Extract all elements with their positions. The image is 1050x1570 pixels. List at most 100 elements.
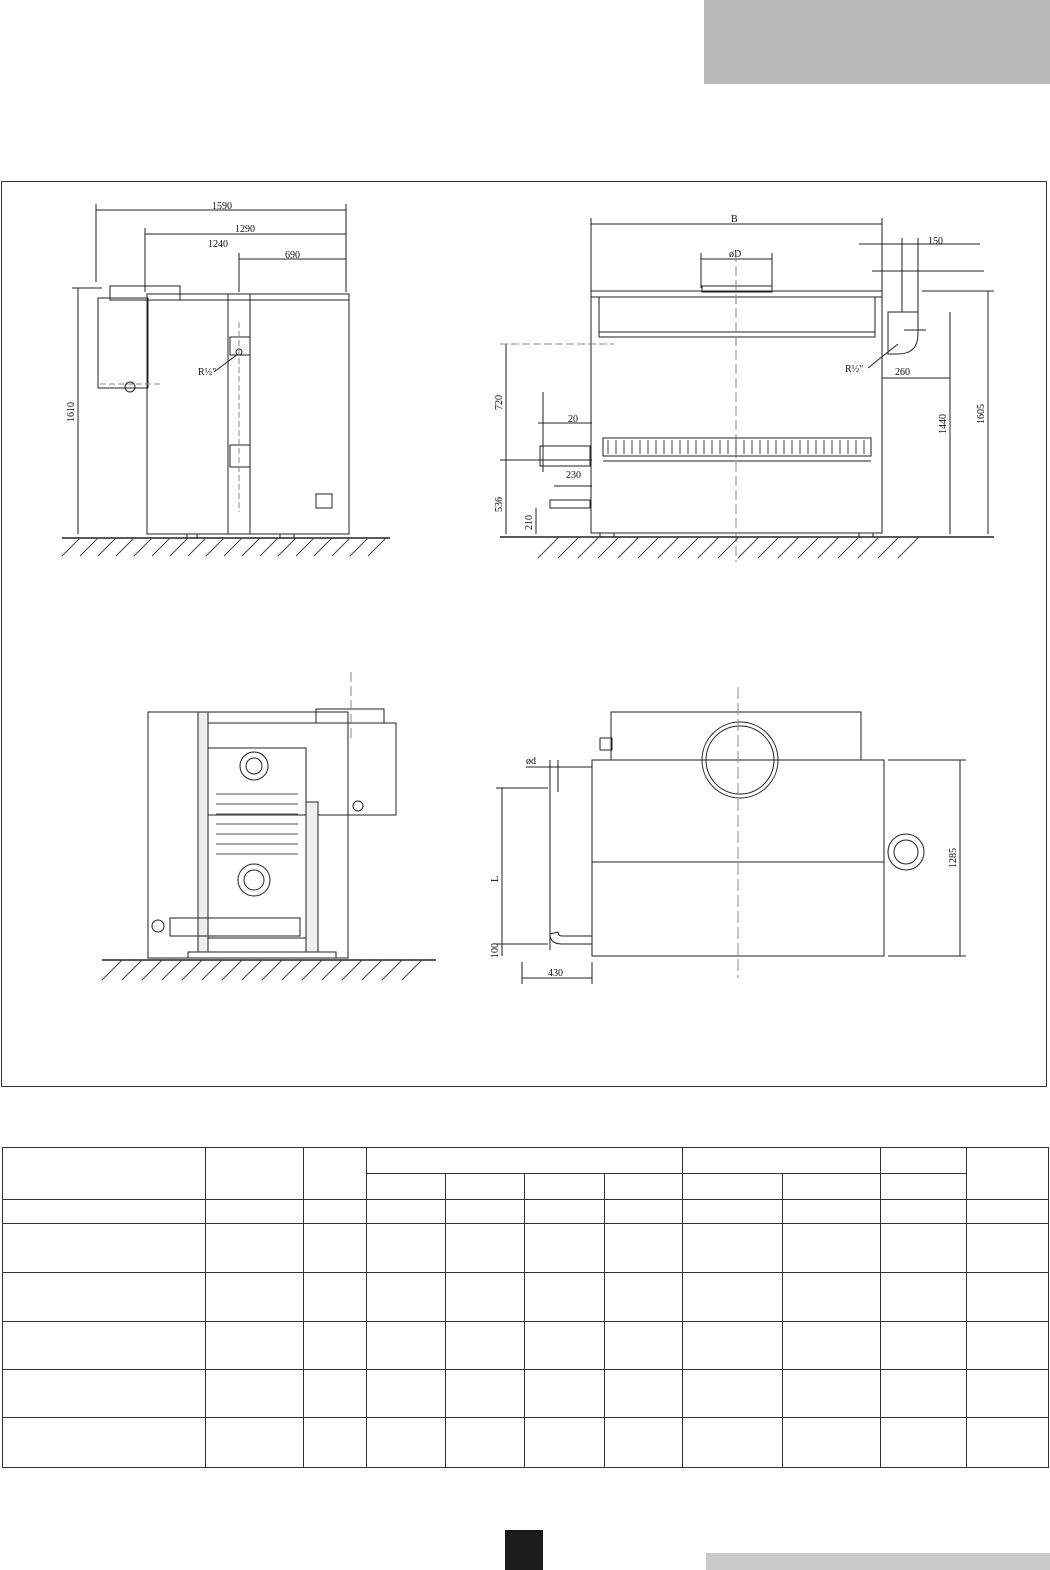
side-width-overall-label: 1590 — [212, 201, 232, 212]
table-row — [2, 1368, 1049, 1418]
table-cell — [604, 1173, 683, 1201]
front-width-label: B — [731, 214, 738, 225]
table-cell — [366, 1173, 446, 1201]
table-cell — [205, 1320, 304, 1370]
table-cell — [205, 1146, 304, 1201]
table-cell — [205, 1223, 304, 1274]
table-cell — [880, 1146, 967, 1175]
table-cell — [2, 1272, 206, 1322]
table-cell — [366, 1146, 683, 1175]
front-dim-230-label: 230 — [566, 470, 581, 481]
table-cell — [782, 1416, 881, 1469]
table-cell — [966, 1416, 1049, 1469]
plan-depth-label: 1285 — [948, 848, 959, 868]
table-cell — [604, 1320, 683, 1370]
table-cell — [966, 1368, 1049, 1418]
table-cell — [445, 1223, 525, 1274]
table-cell — [604, 1223, 683, 1274]
table-cell — [782, 1173, 881, 1201]
table-cell — [966, 1272, 1049, 1322]
table-cell — [880, 1320, 967, 1370]
table-cell — [880, 1173, 967, 1201]
table-row — [2, 1199, 1049, 1225]
dimension-drawings: 1590 1290 1240 690 1610 R½" B — [61, 201, 994, 984]
table-cell — [445, 1368, 525, 1418]
plan-length-label: L — [490, 876, 501, 882]
front-flue-diameter-label: øD — [729, 249, 741, 260]
table-cell — [303, 1146, 367, 1201]
table-cell — [782, 1272, 881, 1322]
side-flue-offset-label: 690 — [285, 250, 300, 261]
table-cell — [366, 1320, 446, 1370]
front-height-1440-label: 1440 — [938, 414, 949, 434]
front-dim-536-label: 536 — [494, 497, 505, 512]
table-cell — [205, 1416, 304, 1469]
table-cell — [445, 1272, 525, 1322]
table-cell — [966, 1146, 1049, 1201]
table-cell — [682, 1272, 783, 1322]
header-shade-block — [704, 0, 1050, 84]
table-cell — [524, 1173, 605, 1201]
page-number-tab — [505, 1530, 543, 1570]
table-cell — [366, 1416, 446, 1469]
table-cell — [303, 1223, 367, 1274]
table-cell — [205, 1368, 304, 1418]
table-cell — [445, 1320, 525, 1370]
table-row — [2, 1272, 1049, 1322]
section-view — [101, 672, 436, 981]
table-cell — [880, 1368, 967, 1418]
table-cell — [682, 1173, 783, 1201]
table-cell — [366, 1199, 446, 1225]
table-cell — [782, 1368, 881, 1418]
table-cell — [966, 1223, 1049, 1274]
table-row — [2, 1146, 1049, 1201]
front-dim-210-label: 210 — [524, 515, 535, 530]
specification-table — [2, 1146, 1049, 1469]
table-cell — [366, 1272, 446, 1322]
table-cell — [604, 1272, 683, 1322]
table-cell — [445, 1416, 525, 1469]
table-cell — [880, 1223, 967, 1274]
table-cell — [303, 1320, 367, 1370]
table-cell — [966, 1320, 1049, 1370]
plan-view: ød L 100 430 1285 — [490, 687, 966, 984]
table-cell — [604, 1416, 683, 1469]
table-cell — [682, 1368, 783, 1418]
table-cell — [524, 1416, 605, 1469]
table-cell — [2, 1368, 206, 1418]
technical-drawing-frame: 1590 1290 1240 690 1610 R½" B — [1, 181, 1047, 1087]
front-pipe-offset-label: 150 — [928, 236, 943, 247]
front-thread-label: R½" — [845, 364, 863, 375]
table-cell — [782, 1320, 881, 1370]
table-cell — [2, 1416, 206, 1469]
front-height-1605-label: 1605 — [976, 404, 987, 424]
table-cell — [880, 1272, 967, 1322]
table-cell — [682, 1320, 783, 1370]
table-cell — [880, 1416, 967, 1469]
side-width-a-label: 1290 — [235, 224, 255, 235]
table-cell — [682, 1416, 783, 1469]
table-cell — [782, 1223, 881, 1274]
side-height-label: 1610 — [66, 402, 77, 422]
table-cell — [682, 1223, 783, 1274]
table-cell — [2, 1199, 206, 1225]
front-pipe-reach-label: 260 — [895, 367, 910, 378]
table-row — [2, 1416, 1049, 1469]
table-cell — [303, 1199, 367, 1225]
footer-shade-bar — [706, 1553, 1050, 1570]
side-width-b-label: 1240 — [208, 239, 228, 250]
table-cell — [782, 1199, 881, 1225]
plan-inlet-diameter-label: ød — [526, 756, 536, 767]
table-cell — [604, 1199, 683, 1225]
front-dim-720-label: 720 — [494, 395, 505, 410]
table-cell — [524, 1320, 605, 1370]
table-cell — [2, 1146, 206, 1201]
table-cell — [303, 1368, 367, 1418]
table-cell — [205, 1199, 304, 1225]
table-cell — [524, 1199, 605, 1225]
table-cell — [524, 1368, 605, 1418]
table-cell — [524, 1272, 605, 1322]
table-cell — [303, 1416, 367, 1469]
table-cell — [682, 1146, 881, 1175]
table-cell — [445, 1173, 525, 1201]
